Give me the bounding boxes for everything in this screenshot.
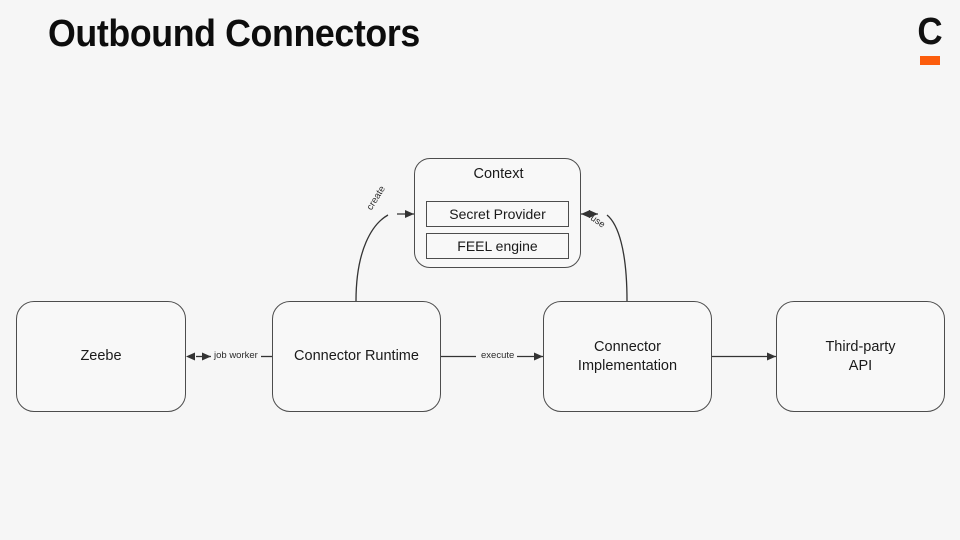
- node-connector-implementation-label: Connector Implementation: [578, 338, 677, 376]
- node-connector-implementation[interactable]: Connector Implementation: [543, 301, 712, 412]
- node-connector-runtime[interactable]: Connector Runtime: [272, 301, 441, 412]
- impl-line-2: Implementation: [577, 357, 678, 374]
- node-secret-provider[interactable]: Secret Provider: [426, 201, 569, 227]
- camunda-logo: C: [915, 13, 945, 65]
- edge-label-execute: execute: [478, 350, 518, 361]
- impl-line-1: Connector: [594, 338, 661, 355]
- node-secret-provider-label: Secret Provider: [449, 206, 546, 222]
- edge-runtime-to-context: [355, 210, 414, 302]
- camunda-logo-bar: [920, 56, 940, 65]
- page-title: Outbound Connectors: [48, 13, 420, 55]
- node-zeebe-label: Zeebe: [80, 348, 122, 364]
- node-third-party-api[interactable]: Third-party API: [776, 301, 945, 412]
- node-context-label: Context: [473, 166, 524, 182]
- node-connector-runtime-label: Connector Runtime: [294, 348, 419, 364]
- node-feel-engine-label: FEEL engine: [457, 238, 538, 254]
- node-third-party-api-label: Third-party API: [825, 338, 895, 376]
- thirdparty-line-2: API: [848, 357, 873, 374]
- node-feel-engine[interactable]: FEEL engine: [426, 233, 569, 259]
- thirdparty-line-1: Third-party: [825, 338, 896, 355]
- node-zeebe[interactable]: Zeebe: [16, 301, 186, 412]
- camunda-logo-letter: C: [917, 11, 943, 53]
- edge-label-job-worker: job worker: [211, 350, 261, 361]
